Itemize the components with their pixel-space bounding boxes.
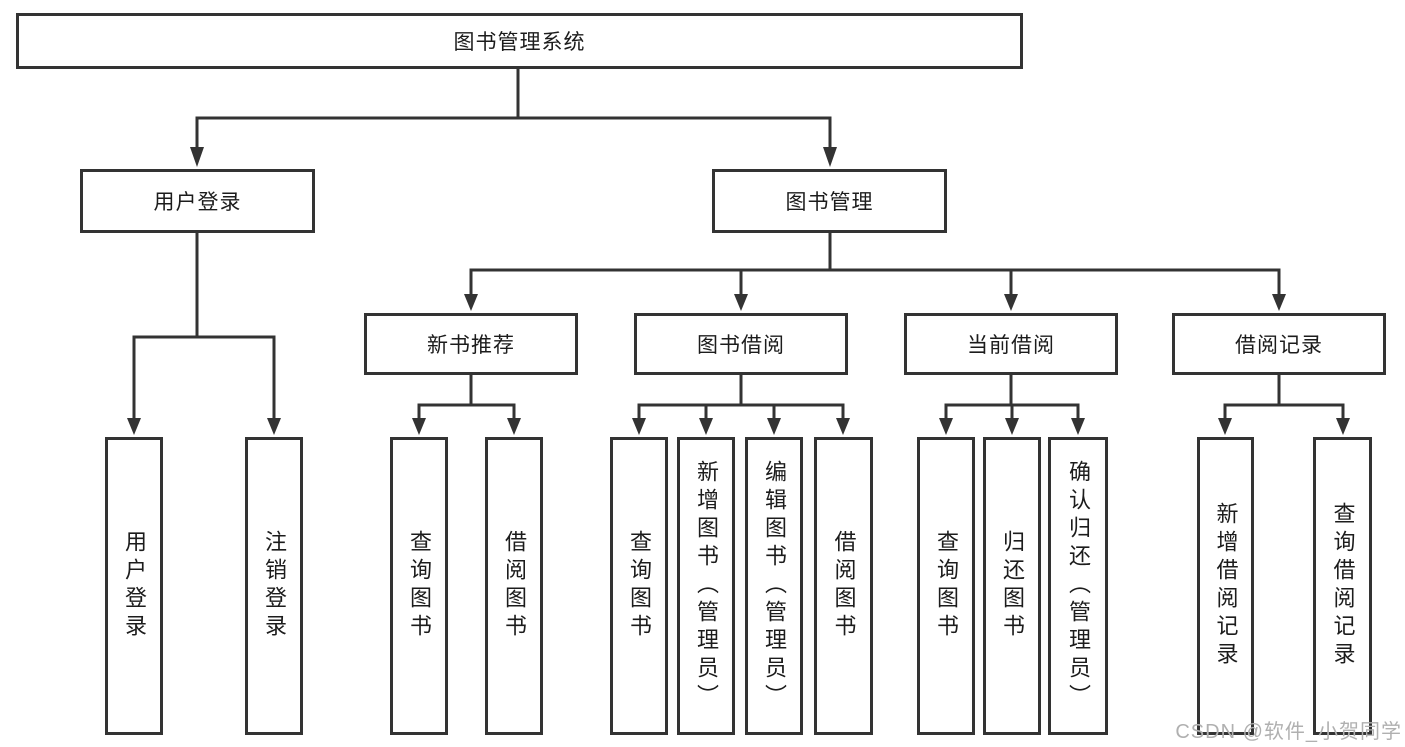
node-edit-book-admin: 编辑图书（管理员） — [745, 437, 803, 735]
node-borrow-books-recommend: 借阅图书 — [485, 437, 543, 735]
node-query-books-recommend: 查询图书 — [390, 437, 448, 735]
node-borrow-books-borrowing: 借阅图书 — [814, 437, 873, 735]
node-query-borrow-record: 查询借阅记录 — [1313, 437, 1372, 735]
node-query-books-borrowing: 查询图书 — [610, 437, 668, 735]
node-add-borrow-record: 新增借阅记录 — [1197, 437, 1254, 735]
node-query-books-current: 查询图书 — [917, 437, 975, 735]
node-library-management-system: 图书管理系统 — [16, 13, 1023, 69]
node-new-book-recommend: 新书推荐 — [364, 313, 578, 375]
node-logout-leaf: 注销登录 — [245, 437, 303, 735]
csdn-watermark: CSDN @软件_小贺同学 — [1175, 721, 1402, 743]
node-add-book-admin: 新增图书（管理员） — [677, 437, 735, 735]
node-book-management: 图书管理 — [712, 169, 947, 233]
node-return-book: 归还图书 — [983, 437, 1041, 735]
arrowheads — [127, 147, 1350, 435]
node-book-borrowing: 图书借阅 — [634, 313, 848, 375]
node-user-login-leaf: 用户登录 — [105, 437, 163, 735]
node-borrow-records: 借阅记录 — [1172, 313, 1386, 375]
node-user-login: 用户登录 — [80, 169, 315, 233]
node-current-borrowing: 当前借阅 — [904, 313, 1118, 375]
node-confirm-return-admin: 确认归还（管理员） — [1048, 437, 1108, 735]
